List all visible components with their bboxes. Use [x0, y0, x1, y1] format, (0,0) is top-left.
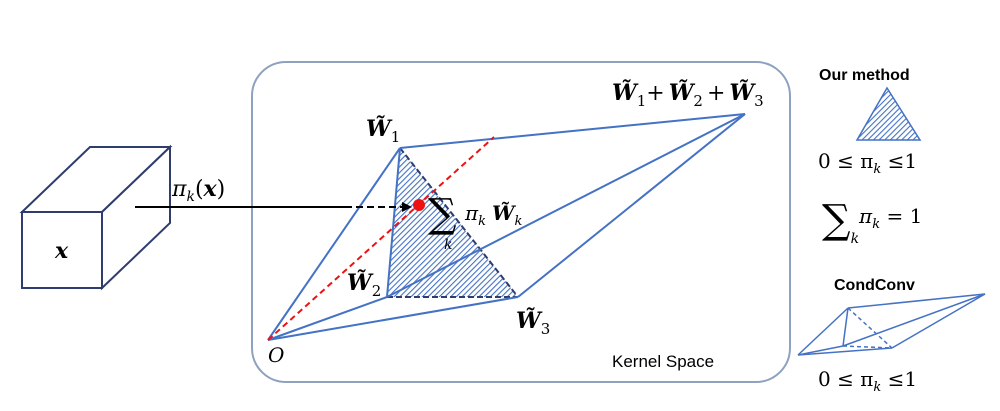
sum-index: k	[444, 237, 452, 253]
our-method-constraint-2: ∑kπk = 1	[822, 197, 922, 247]
edge-o-w1	[267, 147, 401, 341]
edge-o-w3	[267, 296, 519, 341]
vertex-w1-label: W̃1	[366, 116, 400, 146]
cube-side-face	[101, 144, 171, 291]
kernel-edges	[267, 113, 746, 341]
edge-o-w2	[267, 296, 388, 341]
vertex-w3-label: W̃3	[516, 308, 550, 338]
input-cube: x	[19, 144, 173, 291]
edge-w3-sum	[517, 113, 746, 298]
condconv-legend: CondConv 0 ≤ πk ≤1	[797, 277, 986, 395]
vertex-w2-label: W̃2	[347, 270, 381, 300]
triangle-dashed-edge-1	[399, 147, 519, 298]
arrow-label: πk(x)	[171, 176, 225, 205]
diagonal-dashed-line	[267, 136, 495, 341]
condconv-constraint: 0 ≤ πk ≤1	[818, 367, 917, 395]
origin-label: O	[268, 343, 284, 367]
weighted-point	[413, 199, 425, 211]
sum-sigma: ∑	[428, 191, 457, 237]
vertex-sum-label: W̃1+W̃2+W̃3	[612, 80, 764, 110]
our-method-title: Our method	[819, 67, 910, 84]
our-method-constraint-1: 0 ≤ πk ≤1	[818, 149, 917, 177]
edge-w2-sum	[386, 113, 746, 298]
kernel-space-frame	[251, 61, 791, 383]
edge-w1-w2	[386, 147, 401, 298]
edge-w1-sum	[399, 113, 746, 149]
input-symbol: x	[54, 238, 69, 264]
our-method-legend: Our method 0 ≤ πk ≤1 ∑kπk = 1	[818, 67, 922, 247]
condconv-title: CondConv	[834, 277, 915, 294]
simplex-triangle	[387, 148, 518, 297]
kernel-space-label: Kernel Space	[612, 352, 714, 371]
condconv-icon	[797, 293, 986, 356]
our-method-triangle-icon	[855, 86, 922, 141]
